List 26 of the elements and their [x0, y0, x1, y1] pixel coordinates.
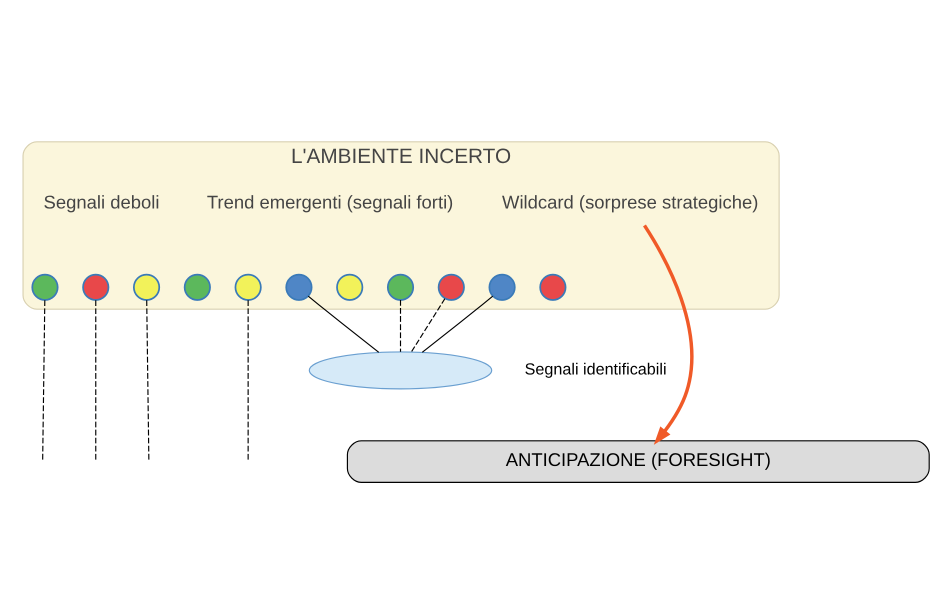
node-text: Segnali deboli — [44, 191, 160, 212]
node-circle — [82, 273, 110, 300]
connector — [308, 295, 380, 352]
connector — [42, 300, 46, 460]
node-circle — [31, 273, 59, 300]
connector — [248, 300, 249, 460]
node-circle — [386, 273, 414, 300]
node-circle — [488, 273, 516, 300]
node-circle — [132, 273, 160, 300]
node-label: Segnali identificabili — [524, 360, 667, 378]
connector — [422, 295, 494, 352]
node-circle — [184, 273, 211, 300]
connector — [400, 300, 402, 352]
node-circle — [336, 273, 364, 300]
node-circle — [438, 273, 465, 300]
node-ellipse — [308, 350, 492, 389]
node-text: Wildcard (sorprese strategiche) — [502, 191, 758, 212]
node-text: Trend emergenti (segnali forti) — [206, 191, 454, 212]
arrow — [643, 224, 694, 444]
node-box: ANTICIPAZIONE (FORESIGHT) — [346, 440, 930, 482]
node-circle — [234, 273, 262, 300]
connector — [95, 300, 96, 460]
node-circle — [285, 273, 312, 300]
connector — [146, 300, 150, 460]
connector — [410, 298, 446, 352]
node-circle — [539, 273, 566, 300]
